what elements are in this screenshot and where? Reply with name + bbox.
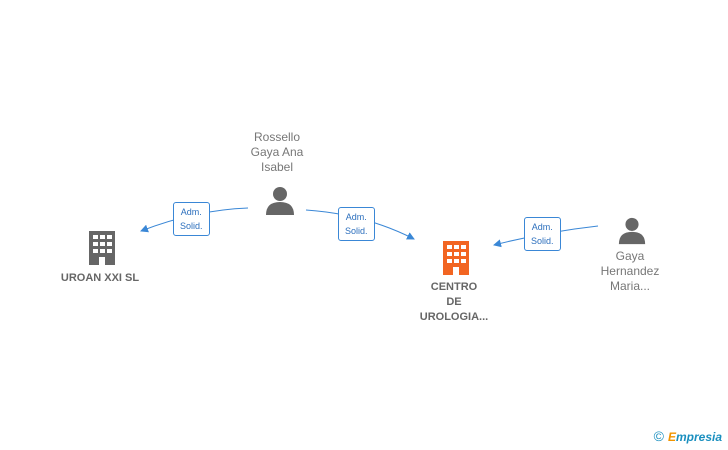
person-icon[interactable] [617,215,647,245]
company-node-label-main[interactable]: CENTRO DE UROLOGIA... [419,281,489,323]
building-icon[interactable] [86,231,118,265]
person-node-label-1[interactable]: Rossello Gaya Ana Isabel [250,130,304,174]
edge-label-person2-company2[interactable]: Adm. Solid. [524,217,561,251]
copyright-symbol: © [653,428,664,444]
building-icon[interactable] [440,241,472,275]
company-node-label-1[interactable]: UROAN XXI SL [60,272,140,284]
footer-brand: ©Empresia [654,428,722,444]
edge-label-person1-company1[interactable]: Adm. Solid. [173,202,210,236]
edge-label-person1-company2[interactable]: Adm. Solid. [338,207,375,241]
person-node-label-2[interactable]: Gaya Hernandez Maria... [600,249,660,293]
brand-name: mpresia [675,430,722,444]
person-icon[interactable] [264,185,296,215]
brand-first-letter: E [667,430,676,444]
